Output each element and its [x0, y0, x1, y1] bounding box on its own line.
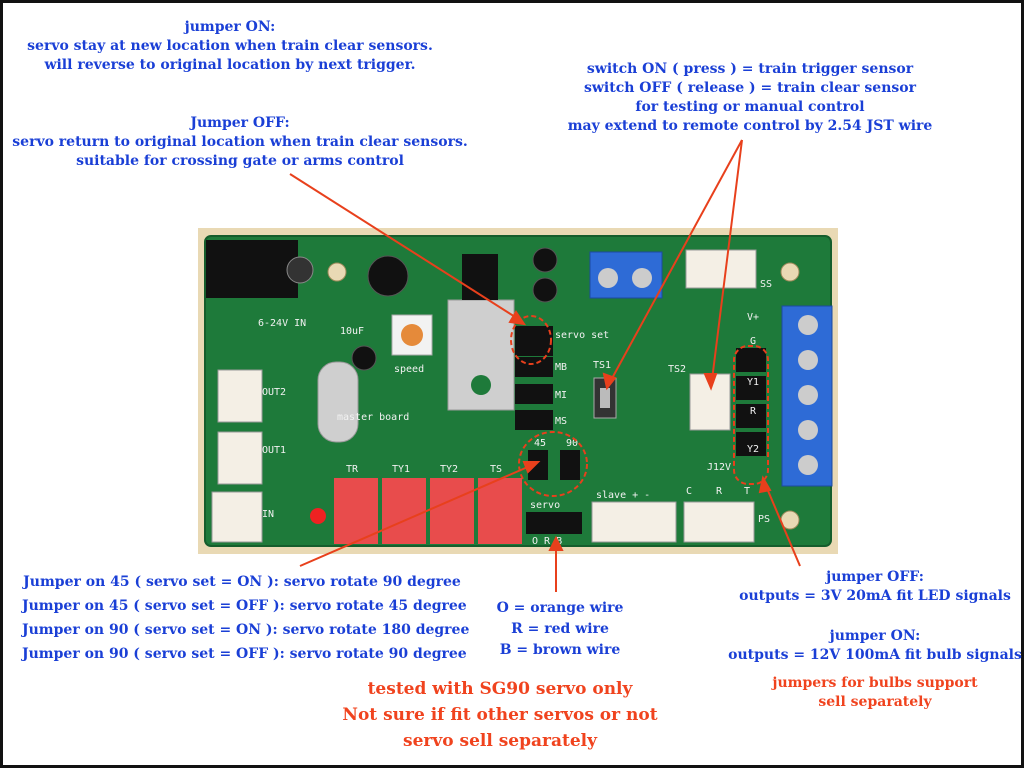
label-out2: OUT2	[262, 387, 286, 398]
annotation-arrows	[289, 139, 801, 592]
label-servo-set: servo set	[555, 330, 609, 341]
label-r: R	[716, 486, 723, 497]
label-r-signal: R	[750, 406, 757, 417]
label-y1: Y1	[747, 377, 759, 388]
label-ts1: TS1	[593, 360, 611, 371]
servo-set-highlight	[510, 315, 552, 365]
label-dip-ty1: TY1	[392, 464, 410, 475]
label-speed: speed	[394, 364, 424, 375]
led	[310, 508, 326, 524]
dip-switches	[334, 478, 522, 544]
label-10uf: 10uF	[340, 326, 364, 337]
label-servo: servo	[530, 500, 560, 511]
note-wires: O = orange wire R = red wire B = brown w…	[496, 600, 624, 658]
signal-jumpers	[736, 348, 766, 456]
note-switch: switch ON ( press ) = train trigger sens…	[567, 61, 933, 134]
note-servo-warning: tested with SG90 servo only Not sure if …	[342, 679, 658, 751]
label-ms: MS	[555, 416, 567, 427]
label-vplus: V+	[747, 312, 759, 323]
label-power: 6-24V IN	[258, 318, 306, 329]
label-dip-tr: TR	[346, 464, 359, 475]
crystal	[317, 361, 359, 443]
label-j12v: J12V	[707, 462, 731, 473]
note-jumper-45-90: Jumper on 45 ( servo set = ON ): servo r…	[22, 574, 470, 662]
out1-connector	[217, 431, 263, 485]
note-outputs-on: jumper ON: outputs = 12V 100mA fit bulb …	[728, 628, 1022, 663]
note-bulbs: jumpers for bulbs support sell separatel…	[772, 675, 978, 710]
label-in: IN	[262, 509, 274, 520]
label-g: G	[750, 336, 756, 347]
label-ts2: TS2	[668, 364, 686, 375]
ps-connector	[683, 501, 755, 543]
label-90: 90	[566, 438, 578, 449]
label-y2: Y2	[747, 444, 759, 455]
slave-connector	[591, 501, 677, 543]
label-master: master board	[337, 412, 409, 423]
label-ss: SS	[760, 279, 772, 290]
label-dip-ts: TS	[490, 464, 502, 475]
label-c: C	[686, 486, 692, 497]
label-mi: MI	[555, 390, 567, 401]
label-mb: MB	[555, 362, 567, 373]
label-out1: OUT1	[262, 445, 286, 456]
label-slave: slave + -	[596, 490, 650, 501]
label-ps: PS	[758, 514, 770, 525]
in-connector	[211, 491, 263, 543]
note-jumper-on: jumper ON: servo stay at new location wh…	[27, 19, 433, 73]
note-outputs-off: jumper OFF: outputs = 3V 20mA fit LED si…	[739, 569, 1011, 604]
label-45: 45	[534, 438, 546, 449]
label-dip-ty2: TY2	[440, 464, 458, 475]
servo-header	[526, 512, 582, 534]
label-orb: O R B	[532, 536, 562, 547]
jumper-45-90-highlight	[518, 431, 588, 497]
out2-connector	[217, 369, 263, 423]
signal-jumpers-highlight	[733, 345, 769, 485]
capacitor-100	[367, 255, 409, 297]
power-jack	[206, 240, 298, 298]
ss-connector	[685, 249, 757, 289]
label-t: T	[744, 486, 750, 497]
note-jumper-off: Jumper OFF: servo return to original loc…	[12, 115, 468, 169]
